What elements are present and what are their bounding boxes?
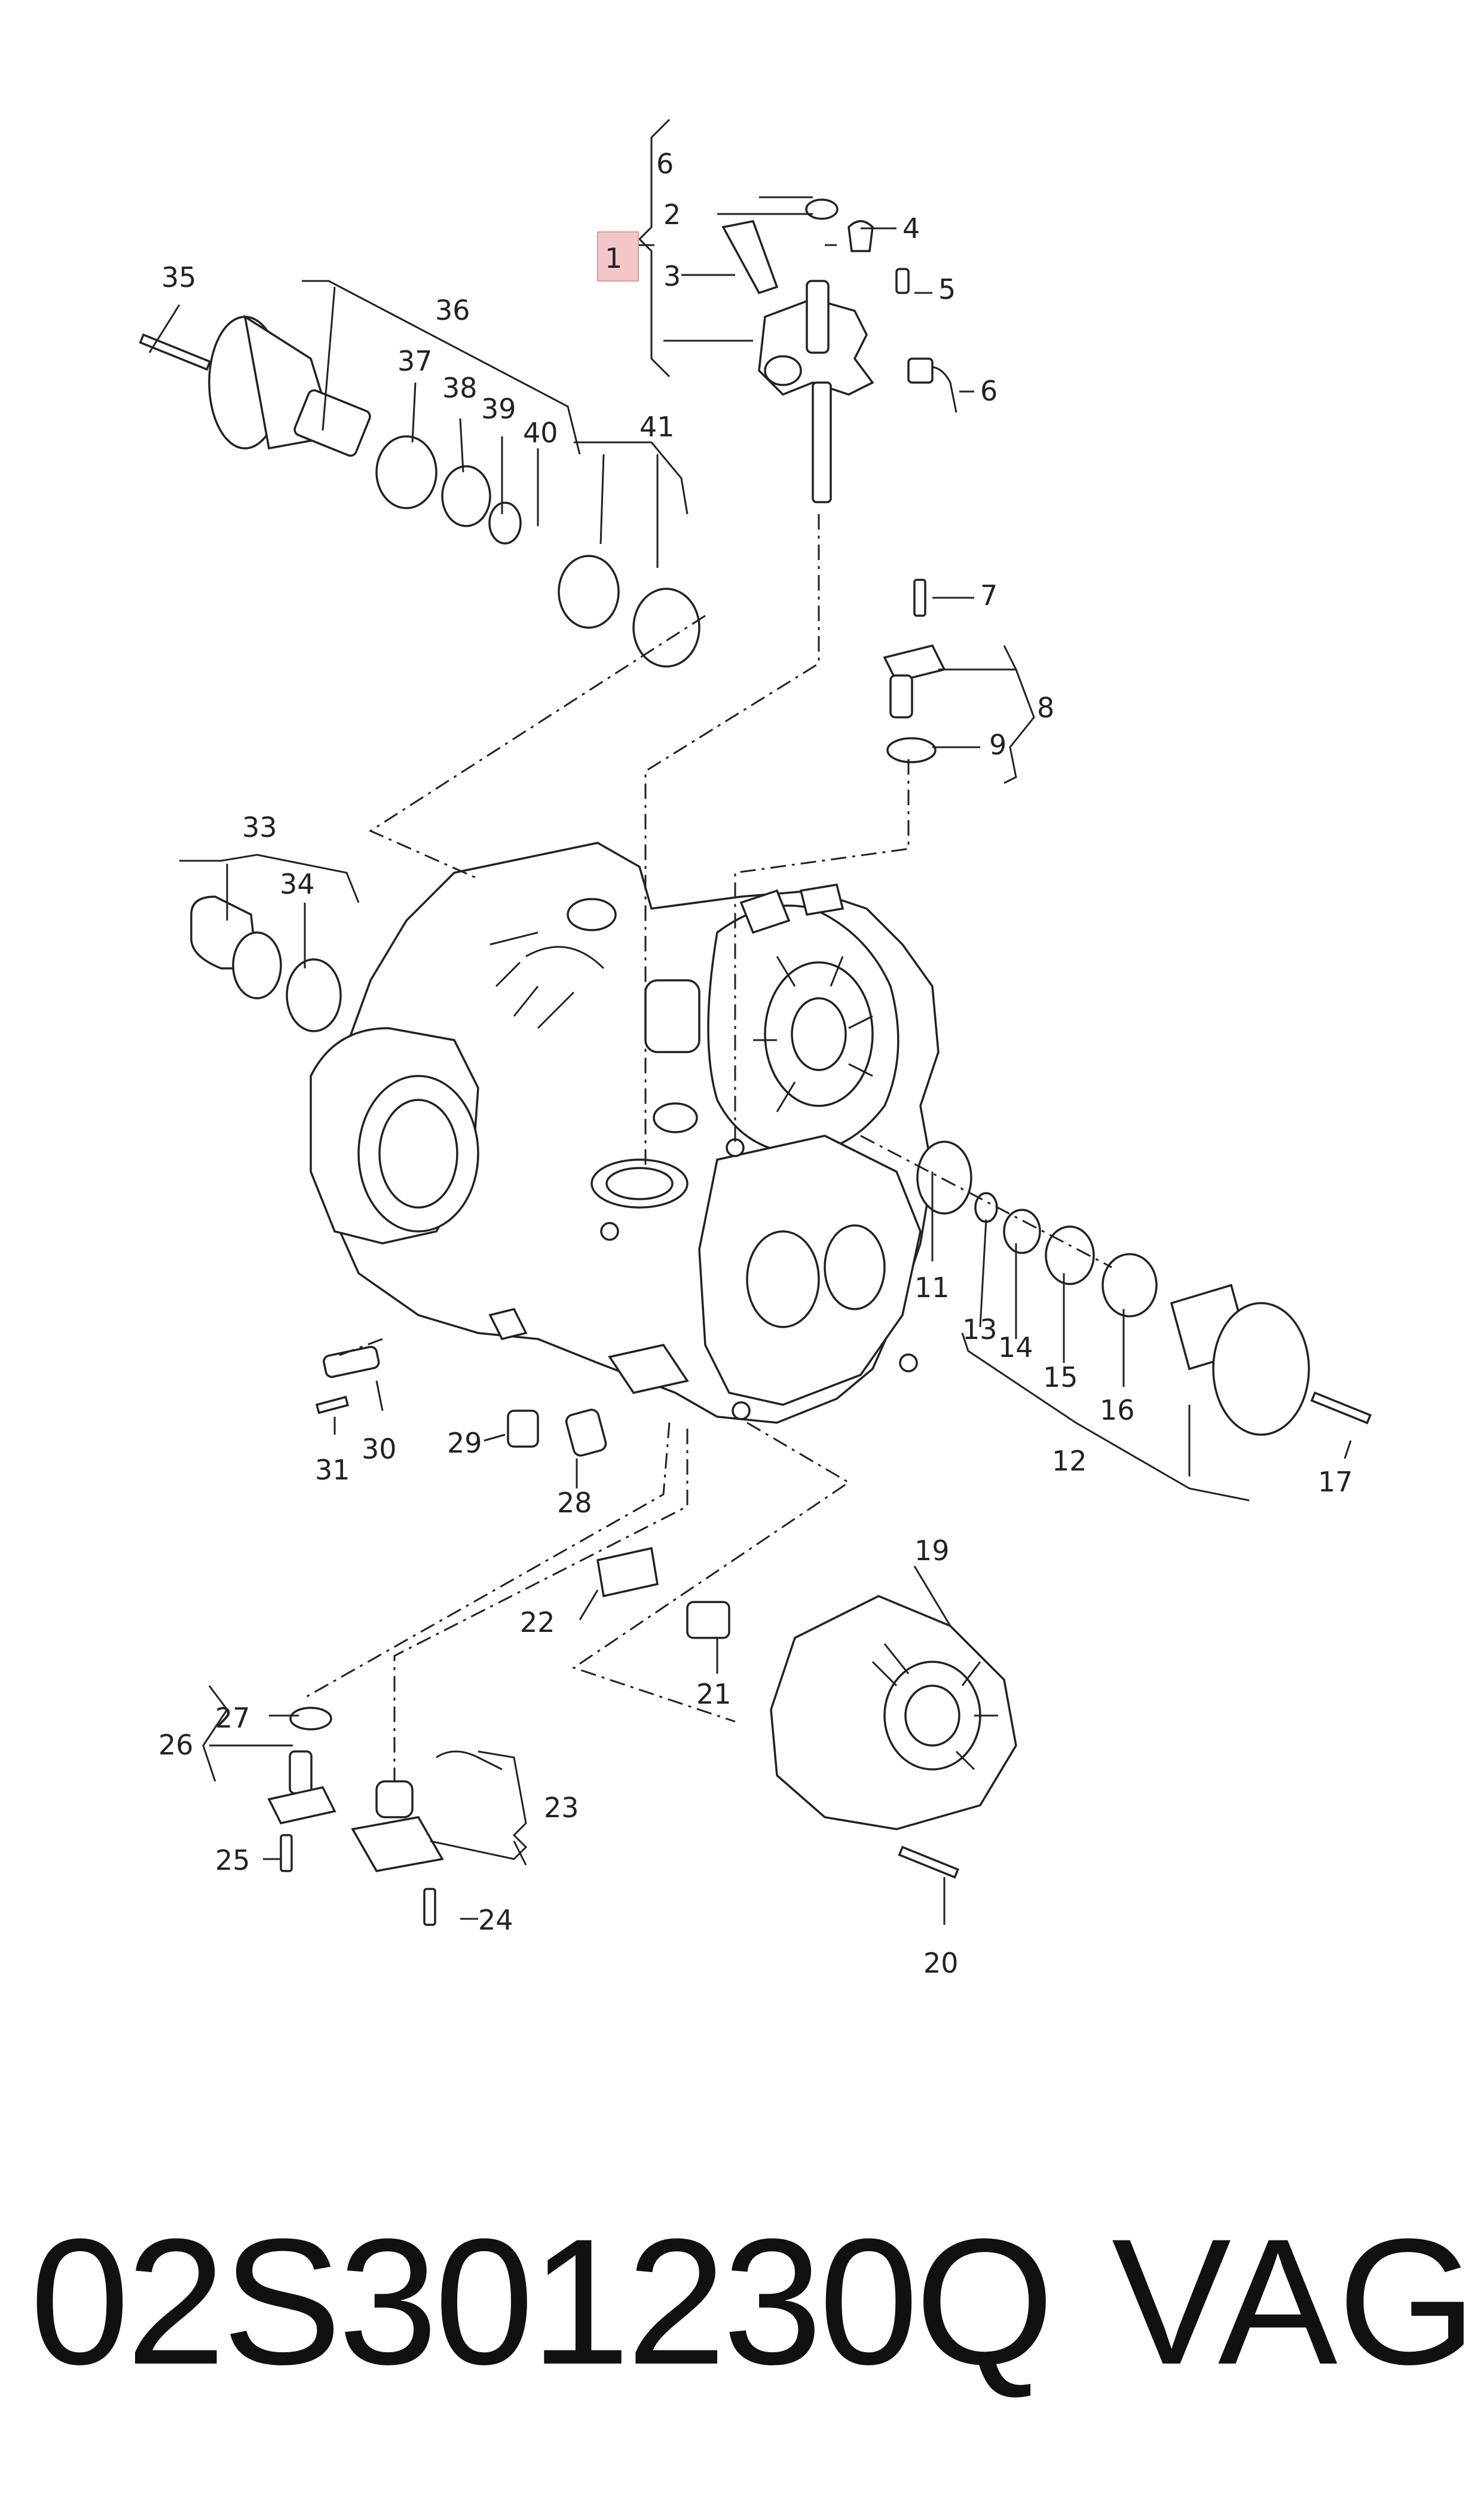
assembly-lines [304, 514, 1112, 1781]
callout-39[interactable]: 39 [481, 393, 516, 425]
callout-23[interactable]: 23 [544, 1792, 579, 1824]
callout-17[interactable]: 17 [1318, 1466, 1353, 1498]
callout-6-top[interactable]: 6 [656, 148, 674, 180]
callout-14[interactable]: 14 [998, 1331, 1033, 1364]
callout-41[interactable]: 41 [640, 411, 675, 443]
callout-38[interactable]: 38 [442, 372, 478, 404]
callout-20[interactable]: 20 [923, 1947, 959, 1979]
brand-label: VAG [1112, 2201, 1477, 2402]
callout-31[interactable]: 31 [315, 1454, 350, 1486]
callout-34[interactable]: 34 [280, 868, 315, 900]
callout-6[interactable]: 6 [980, 375, 998, 407]
callout-37[interactable]: 37 [397, 345, 433, 377]
callout-13[interactable]: 13 [962, 1313, 998, 1346]
callout-1[interactable]: 1 [605, 242, 622, 274]
end-cover [596, 1546, 1017, 1879]
exploded-parts-diagram: 1 2 3 4 5 6 6 7 8 9 11 12 13 14 15 16 17… [139, 118, 1372, 1979]
callout-40[interactable]: 40 [523, 417, 558, 449]
sender-unit [883, 579, 946, 763]
callout-9[interactable]: 9 [989, 729, 1006, 761]
sensor-parts [267, 1707, 503, 1926]
callout-21[interactable]: 21 [696, 1678, 732, 1710]
callout-3[interactable]: 3 [663, 260, 681, 292]
plugs-and-switch [315, 1346, 607, 1457]
gear-selector-assembly [721, 198, 957, 503]
callout-27[interactable]: 27 [215, 1702, 250, 1734]
footer: 02S301230Q VAG [0, 2176, 1484, 2427]
callout-2[interactable]: 2 [663, 198, 681, 231]
callout-5[interactable]: 5 [938, 273, 956, 305]
callout-7[interactable]: 7 [980, 579, 998, 612]
callout-22[interactable]: 22 [520, 1606, 555, 1638]
callout-28[interactable]: 28 [557, 1487, 592, 1519]
bracket-lines [148, 118, 1352, 1925]
highlighted-callout-box [597, 231, 639, 282]
callout-labels: 1 2 3 4 5 6 6 7 8 9 11 12 13 14 15 16 17… [158, 148, 1353, 1979]
callout-29[interactable]: 29 [447, 1427, 482, 1459]
callout-25[interactable]: 25 [215, 1844, 250, 1876]
callout-26[interactable]: 26 [158, 1729, 194, 1761]
callout-19[interactable]: 19 [914, 1534, 950, 1567]
gearbox-housing [310, 842, 940, 1424]
callout-12[interactable]: 12 [1052, 1445, 1087, 1477]
part-number: 02S301230Q [30, 2201, 1054, 2402]
callout-30[interactable]: 30 [362, 1433, 397, 1465]
callout-15[interactable]: 15 [1043, 1361, 1078, 1393]
callout-36[interactable]: 36 [435, 294, 470, 326]
callout-24[interactable]: 24 [478, 1904, 513, 1936]
callout-8[interactable]: 8 [1037, 692, 1054, 724]
callout-4[interactable]: 4 [902, 212, 920, 244]
callout-33[interactable]: 33 [242, 811, 277, 843]
drive-flange-right [916, 1141, 1372, 1436]
seal-left [190, 895, 342, 1032]
drive-flange-left [139, 314, 700, 668]
callout-35[interactable]: 35 [161, 261, 197, 294]
callout-16[interactable]: 16 [1100, 1394, 1135, 1426]
callout-11[interactable]: 11 [914, 1271, 950, 1304]
